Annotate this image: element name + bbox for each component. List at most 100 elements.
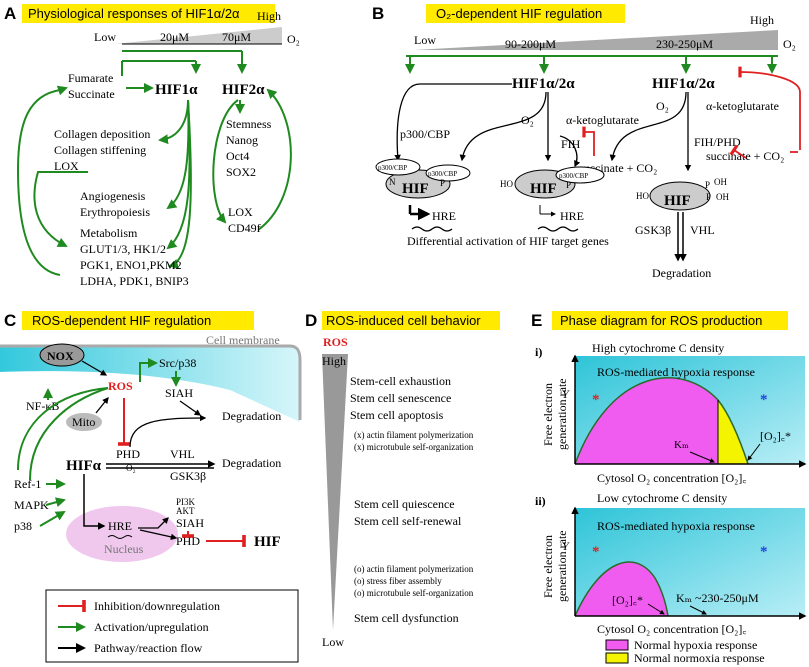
red-star-i: * bbox=[592, 392, 600, 408]
p300-cbp: p300/CBP bbox=[400, 127, 450, 141]
vhl: VHL bbox=[170, 447, 195, 461]
ylabel-1-ii: Free electron bbox=[541, 535, 555, 598]
succinate-co2-right: succinate + CO₂ bbox=[706, 149, 784, 163]
oh-tag: OH bbox=[714, 177, 727, 187]
title-highlight bbox=[426, 4, 625, 23]
plot-ii-label: ii) bbox=[535, 494, 546, 508]
xlabel-i: Cytosol O₂ concentration [O₂]꜀ bbox=[597, 471, 747, 485]
hif-alpha-right: HIF1α/2α bbox=[652, 76, 715, 92]
o2-star-label-ii: [O₂]꜀* bbox=[612, 593, 643, 607]
hif2-alpha-node: HIF2α bbox=[222, 82, 265, 98]
note-o-microtubule: (o) microtubule self-organization bbox=[354, 588, 474, 598]
extracellular-region bbox=[0, 346, 300, 422]
gradient-low: Low bbox=[94, 30, 116, 44]
plot-i-title: High cytochrome C density bbox=[592, 341, 724, 355]
hre-left: HRE bbox=[432, 209, 456, 223]
degradation-top: Degradation bbox=[222, 409, 281, 423]
o2-gradient-wedge bbox=[414, 30, 778, 50]
o2-left: O₂ bbox=[521, 113, 534, 127]
nucleus-icon bbox=[66, 506, 178, 562]
hif-complex-right: HIF HO P OH P OH bbox=[636, 177, 729, 211]
hif-alpha-left: HIF1α/2α bbox=[512, 76, 575, 92]
note-x-microtubule: (x) microtubule self-organization bbox=[354, 442, 474, 452]
o2-star-label-i: [O₂]꜀* bbox=[760, 429, 791, 443]
ros-low: Low bbox=[322, 635, 344, 649]
panel-e: E Phase diagram for ROS production i) Hi… bbox=[531, 311, 807, 665]
gradient-o2: O₂ bbox=[287, 32, 300, 46]
panel-title-a: Physiological responses of HIF1α/2α bbox=[28, 6, 240, 21]
panel-letter-d: D bbox=[305, 311, 317, 330]
behavior-apoptosis: Stem cell apoptosis bbox=[350, 408, 444, 422]
blue-star-ii: * bbox=[760, 544, 768, 560]
oct4: Oct4 bbox=[226, 149, 249, 163]
hre-node: HRE bbox=[108, 519, 132, 533]
ylabel-2-i: generation rate bbox=[555, 378, 569, 450]
behavior-self-renewal: Stem cell self-renewal bbox=[354, 514, 462, 528]
siah-nuc: SIAH bbox=[176, 516, 204, 530]
nucleus-label: Nucleus bbox=[104, 542, 144, 556]
p300-tag: p300/CBP bbox=[378, 164, 407, 172]
ho-tag: HO bbox=[500, 179, 513, 189]
gsk3b: GSK3β bbox=[170, 469, 206, 483]
gradient-o2: O₂ bbox=[783, 37, 796, 51]
title-highlight bbox=[22, 4, 275, 23]
panel-letter-a: A bbox=[4, 4, 16, 23]
fih: FIH bbox=[561, 137, 581, 151]
title-highlight bbox=[552, 311, 788, 330]
km-label-ii: Kₘ ~230-250μM bbox=[676, 591, 759, 605]
mito-label: Mito bbox=[72, 415, 95, 429]
hif-label: HIF bbox=[664, 193, 691, 209]
sox2: SOX2 bbox=[226, 165, 256, 179]
panel-title-e: Phase diagram for ROS production bbox=[560, 313, 762, 328]
xlabel-ii: Cytosol O₂ concentration [O₂]꜀ bbox=[597, 622, 747, 636]
ho-tag: HO bbox=[636, 191, 649, 201]
p-tag: P bbox=[705, 180, 710, 190]
hif-alpha-node: HIFα bbox=[66, 458, 102, 474]
mapk: MAPK bbox=[14, 498, 49, 512]
hre-dna-icon bbox=[107, 535, 133, 539]
panel-title-c: ROS-dependent HIF regulation bbox=[32, 313, 211, 328]
panel-letter-c: C bbox=[4, 311, 16, 330]
akg-right: α-ketoglutarate bbox=[706, 99, 779, 113]
p-tag: P bbox=[566, 180, 571, 190]
metabolism: Metabolism bbox=[80, 226, 138, 240]
red-star-ii: * bbox=[592, 544, 600, 560]
erythropoiesis: Erythropoiesis bbox=[80, 205, 150, 219]
hif-complex-left: p300/CBP p300/CBP HIF N P bbox=[375, 158, 471, 199]
succinate-label: Succinate bbox=[68, 87, 115, 101]
p-tag: P bbox=[440, 178, 445, 188]
legend-normoxia: Normal normoxia response bbox=[634, 651, 765, 665]
ros-node: ROS bbox=[108, 379, 133, 393]
ros-gradient-wedge bbox=[322, 354, 348, 630]
ros-response-i: ROS-mediated hypoxia response bbox=[597, 365, 755, 379]
n-tag: N bbox=[389, 177, 396, 187]
fumarate-label: Fumarate bbox=[68, 71, 113, 85]
panel-letter-e: E bbox=[531, 311, 542, 330]
hif-label: HIF bbox=[530, 181, 557, 197]
legend-box bbox=[45, 589, 299, 663]
nox-node bbox=[39, 343, 85, 367]
gradient-20um: 20μM bbox=[160, 30, 189, 44]
gradient-high-range: 230-250μM bbox=[656, 37, 713, 51]
ref-1: Ref-1 bbox=[14, 477, 41, 491]
hif-complex-mid: p300/CBP HIF HO P bbox=[500, 166, 605, 199]
normoxia-region bbox=[718, 400, 748, 464]
gradient-70um: 70μM bbox=[222, 30, 251, 44]
hif1-alpha-node: HIF1α bbox=[155, 82, 198, 98]
p38: p38 bbox=[14, 519, 32, 533]
behavior-senescence: Stem cell senescence bbox=[350, 391, 451, 405]
ylabel-1-i: Free electron bbox=[541, 383, 555, 446]
phd-nuc: PHD bbox=[176, 534, 200, 548]
panel-title-b: O₂-dependent HIF regulation bbox=[436, 6, 602, 21]
title-highlight bbox=[322, 311, 500, 330]
gradient-mid: 90-200μM bbox=[505, 37, 556, 51]
cd49f: CD49f bbox=[228, 221, 261, 235]
y-axis-symbol: Y bbox=[562, 539, 570, 553]
note-o-stress: (o) stress fiber assembly bbox=[354, 576, 442, 586]
hif-output: HIF bbox=[254, 534, 281, 550]
behavior-exhaustion: Stem-cell exhaustion bbox=[350, 374, 451, 388]
plot-ii-title: Low cytochrome C density bbox=[597, 491, 727, 505]
nf-kb: NF-κB bbox=[26, 399, 59, 413]
panel-b: B O₂-dependent HIF regulation High Low 9… bbox=[372, 4, 801, 280]
